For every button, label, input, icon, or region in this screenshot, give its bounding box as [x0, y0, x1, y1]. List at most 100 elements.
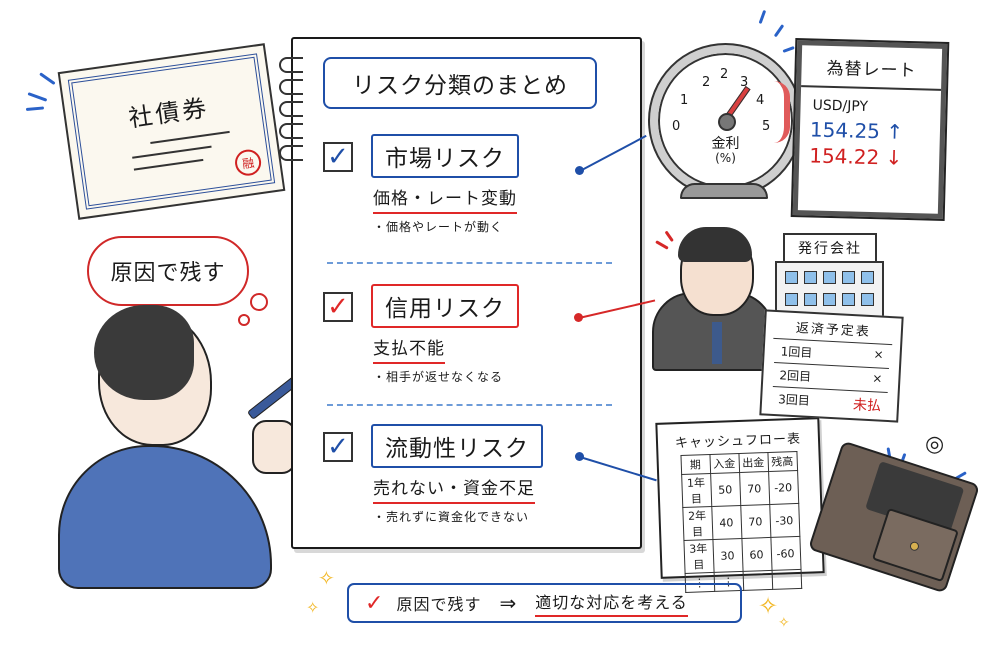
table-row: 2年目 40 70 -30	[682, 503, 800, 541]
repayment-status: ×	[871, 371, 883, 386]
window	[861, 271, 874, 284]
table-cell: -60	[770, 536, 801, 571]
arrow-up-icon: ↑	[885, 119, 904, 144]
checkbox-checked-icon[interactable]: ✓	[323, 432, 353, 462]
risk-note: ・相手が返せなくなる	[373, 370, 504, 384]
repayment-schedule: 返済予定表 1回目 × 2回目 × 3回目 未払	[759, 309, 904, 423]
summary-conclusion: 適切な対応を考える	[535, 589, 688, 617]
table-cell: 70	[739, 471, 770, 506]
repayment-label: 1回目	[780, 344, 813, 360]
checkbox-checked-icon[interactable]: ✓	[323, 142, 353, 172]
emphasis-ray	[758, 9, 767, 25]
column-header: 出金	[738, 452, 769, 473]
stress-ray	[664, 230, 674, 242]
worried-man-hair	[678, 227, 752, 262]
sparkle-icon: ✧	[758, 592, 779, 620]
table-cell: -30	[769, 503, 800, 538]
risk-name: 信用リスク	[371, 284, 519, 328]
gauge-tick: 2	[720, 67, 729, 82]
risk-name: 市場リスク	[371, 134, 519, 178]
gauge-hub	[718, 113, 736, 131]
gauge-tick: 5	[762, 119, 771, 134]
empty-wallet-icon	[807, 440, 981, 594]
gauge-tick: 1	[680, 93, 689, 108]
window	[861, 293, 874, 306]
dashed-divider	[327, 262, 612, 264]
bond-certificate: 社債券 融	[57, 43, 286, 220]
thought-bubble-dot	[250, 293, 268, 311]
table-cell: 60	[741, 537, 772, 572]
table-cell	[771, 569, 802, 590]
risk-note: ・売れずに資金化できない	[373, 510, 530, 524]
swirl-sigh-icon: ◎	[925, 432, 945, 457]
fx-rate-down-value: 154.22	[808, 143, 880, 170]
window	[785, 293, 798, 306]
table-cell: 3年目	[683, 539, 714, 574]
table-cell: 30	[712, 538, 743, 573]
column-header: 入金	[709, 453, 740, 474]
emphasis-ray	[773, 24, 785, 38]
issuer-sign: 発行会社	[783, 233, 877, 263]
connector-dot	[575, 452, 584, 461]
gauge-unit: (%)	[715, 151, 736, 165]
column-header: 期	[680, 454, 711, 475]
emphasis-ray	[27, 92, 48, 102]
window	[842, 293, 855, 306]
window	[804, 271, 817, 284]
gauge-stand	[680, 183, 768, 199]
person-hair	[94, 305, 194, 400]
cashflow-table: 期 入金 出金 残高 1年目 50 70 -20 2年目 40 70 -30 3…	[680, 451, 802, 593]
repayment-label: 2回目	[779, 368, 812, 384]
check-icon: ✓	[365, 590, 385, 616]
person-hand	[252, 420, 296, 474]
thought-bubble: 原因で残す	[87, 236, 249, 306]
spiral-ring	[279, 123, 303, 139]
stress-ray	[655, 240, 669, 250]
repayment-label: 3回目	[777, 392, 811, 408]
risk-note: ・価格やレートが動く	[373, 220, 504, 234]
dashed-divider	[327, 404, 612, 406]
repayment-status: ×	[873, 347, 885, 362]
spiral-ring	[279, 101, 303, 117]
wallet-snap	[908, 540, 921, 552]
spiral-ring	[279, 145, 303, 161]
risk-subtitle: 売れない・資金不足	[373, 474, 535, 504]
arrow-down-icon: ↓	[885, 145, 903, 170]
table-cell: 1年目	[681, 473, 712, 508]
table-cell: 70	[740, 504, 771, 539]
window	[823, 293, 836, 306]
gauge-label: 金利	[711, 136, 740, 152]
thought-bubble-dot	[238, 314, 250, 326]
window	[804, 293, 817, 306]
window	[842, 271, 855, 284]
necktie	[712, 322, 722, 364]
fx-rate-down: 154.22 ↓	[799, 141, 940, 171]
double-arrow-icon: ⇒	[499, 591, 518, 615]
repayment-status-unpaid: 未払	[852, 397, 882, 415]
gauge-red-zone	[774, 81, 790, 143]
notebook: リスク分類のまとめ ✓ 市場リスク 価格・レート変動 ・価格やレートが動く ✓ …	[279, 37, 642, 549]
interest-rate-gauge: 0 1 2 2 3 4 5 金利 (%)	[650, 45, 801, 196]
table-row: 3年目 30 60 -60	[683, 536, 801, 574]
fx-pair: USD/JPY	[812, 97, 869, 115]
gauge-tick: 3	[740, 75, 749, 90]
gauge-tick: 4	[756, 93, 765, 108]
checkbox-checked-icon[interactable]: ✓	[323, 292, 353, 322]
table-row: 1年目 50 70 -20	[681, 470, 799, 508]
sparkle-icon: ✧	[306, 598, 320, 617]
emphasis-ray	[25, 106, 45, 111]
connector-dot	[575, 166, 584, 175]
spiral-ring	[279, 57, 303, 73]
column-header: 残高	[767, 451, 798, 472]
fx-title: 為替レート	[801, 45, 943, 91]
person-sweater	[58, 445, 272, 589]
fx-rate-board: 為替レート USD/JPY 154.25 ↑ 154.22 ↓	[790, 38, 950, 221]
fx-rate-up-value: 154.25	[809, 117, 881, 144]
emphasis-ray	[39, 72, 56, 86]
fx-rate-up: 154.25 ↑	[800, 113, 941, 145]
table-cell: 50	[710, 472, 741, 507]
spiral-ring	[279, 79, 303, 95]
risk-subtitle: 価格・レート変動	[373, 184, 517, 214]
summary-box: ✓ 原因で残す ⇒ 適切な対応を考える	[347, 583, 742, 623]
table-cell: -20	[768, 470, 799, 505]
